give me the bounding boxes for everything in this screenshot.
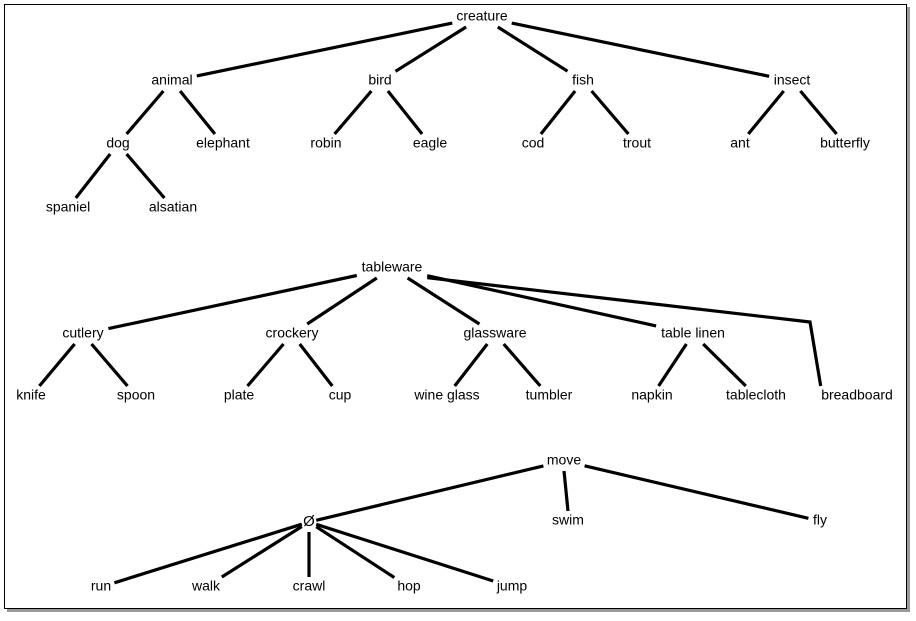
- tree-edge-insect-to-butterfly: [799, 89, 838, 136]
- tree-edge-move-to-swim: [562, 470, 570, 512]
- tree-edge-creature-to-fish: [496, 25, 569, 73]
- tree-edge-dog-to-alsatian: [125, 152, 166, 200]
- tree-node-wine-glass: wine glass: [413, 387, 479, 403]
- tree-node-fish: fish: [572, 72, 594, 88]
- tree-node-run: run: [91, 578, 111, 594]
- tree-node-butterfly: butterfly: [820, 135, 870, 151]
- tree-node-jump: jump: [496, 578, 528, 594]
- tree-node-crockery: crockery: [266, 325, 319, 341]
- tree-edge-tableware-to-glassware: [406, 276, 481, 326]
- tree-node-trout: trout: [623, 135, 651, 151]
- tree-node-table-linen: table linen: [661, 325, 725, 341]
- tree-node-insect: insect: [774, 72, 811, 88]
- tree-edge-creature-to-bird: [394, 25, 467, 73]
- tree-node-eagle: eagle: [413, 135, 447, 151]
- tree-node-tumbler: tumbler: [526, 387, 573, 403]
- figure-frame: [4, 4, 907, 609]
- tree-edge-dog-to-spaniel: [74, 153, 112, 199]
- tree-edge-tableware-to-breadboard: [427, 276, 823, 387]
- tree-edge-animal-to-dog: [125, 89, 165, 136]
- tree-edge-table-linen-to-tablecloth: [702, 342, 747, 388]
- tree-edge-cutlery-to-knife: [38, 342, 76, 388]
- tree-edge-null-to-walk: [220, 525, 303, 579]
- tree-edge-table-linen-to-napkin: [657, 343, 688, 387]
- tree-node-plate: plate: [224, 387, 255, 403]
- tree-node-dog: dog: [106, 135, 129, 151]
- tree-node-swim: swim: [552, 512, 584, 528]
- tree-edge-fish-to-trout: [590, 89, 630, 136]
- tree-node-elephant: elephant: [196, 135, 250, 151]
- tree-node-cup: cup: [329, 387, 352, 403]
- tree-edge-tableware-to-table-linen: [426, 274, 657, 328]
- tree-edge-cutlery-to-spoon: [90, 342, 129, 388]
- tree-node-cod: cod: [522, 135, 545, 151]
- tree-node-spoon: spoon: [117, 387, 155, 403]
- tree-node-ant: ant: [730, 135, 750, 151]
- tree-edge-move-to-null: [315, 464, 544, 522]
- tree-node-napkin: napkin: [631, 387, 672, 403]
- tree-edge-glassware-to-tumbler: [502, 342, 542, 388]
- tree-edge-bird-to-robin: [333, 89, 373, 136]
- tree-node-tablecloth: tablecloth: [726, 387, 786, 403]
- tree-node-bird: bird: [368, 72, 391, 88]
- tree-node-fly: fly: [813, 512, 827, 528]
- tree-node-animal: animal: [151, 72, 192, 88]
- tree-edge-creature-to-insect: [511, 21, 770, 78]
- tree-edge-creature-to-animal: [196, 21, 453, 78]
- tree-node-crawl: crawl: [293, 578, 326, 594]
- tree-edge-glassware-to-wine-glass: [453, 343, 489, 387]
- tree-node-robin: robin: [310, 135, 341, 151]
- tree-edge-tableware-to-cutlery: [108, 273, 358, 331]
- tree-node-tableware: tableware: [362, 259, 423, 275]
- tree-edge-null-to-jump: [315, 522, 494, 583]
- tree-node-alsatian: alsatian: [149, 199, 197, 215]
- tree-node-glassware: glassware: [463, 325, 526, 341]
- tree-edge-crockery-to-cup: [298, 343, 334, 387]
- tree-node-cutlery: cutlery: [62, 325, 103, 341]
- nodes-layer: creature animal bird fish insect dog elephant r…: [16, 8, 893, 594]
- tree-node-hop: hop: [397, 578, 421, 594]
- tree-node-null: Ø: [303, 513, 315, 530]
- tree-node-spaniel: spaniel: [46, 199, 90, 215]
- tree-edge-bird-to-eagle: [386, 90, 424, 135]
- tree-edge-crockery-to-plate: [246, 342, 285, 388]
- tree-node-walk: walk: [191, 578, 221, 594]
- tree-node-creature: creature: [456, 8, 508, 24]
- tree-edge-tableware-to-crockery: [306, 276, 378, 326]
- tree-edge-insect-to-ant: [747, 89, 785, 136]
- tree-edge-null-to-run: [113, 522, 303, 585]
- tree-edge-move-to-fly: [584, 464, 809, 520]
- tree-edge-null-to-hop: [315, 525, 396, 579]
- tree-node-breadboard: breadboard: [821, 387, 893, 403]
- tree-edge-animal-to-elephant: [178, 89, 217, 136]
- edges-layer: [38, 21, 838, 585]
- tree-node-knife: knife: [16, 387, 46, 403]
- tree-node-move: move: [547, 452, 581, 468]
- tree-edge-fish-to-cod: [539, 90, 577, 135]
